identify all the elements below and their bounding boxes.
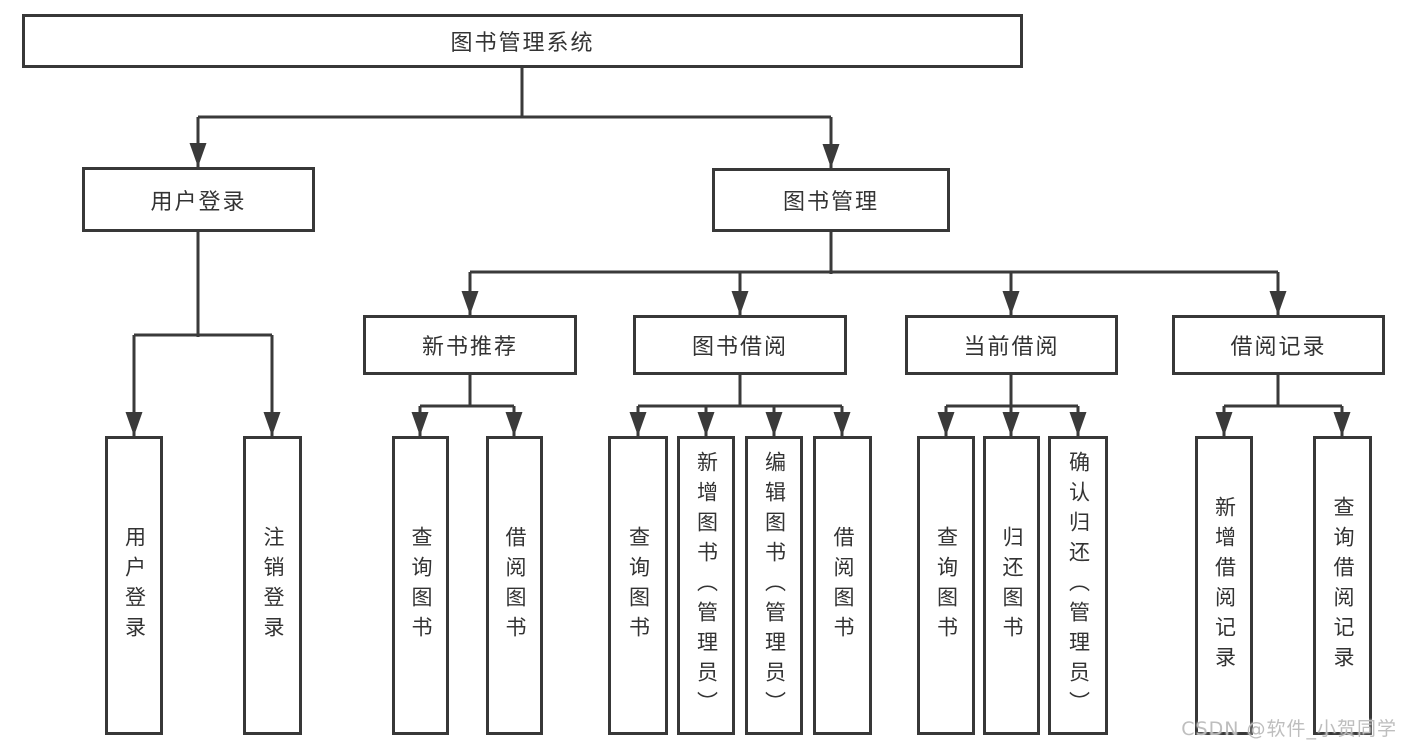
leaf-add-book-admin: 新增图书（管理员） <box>677 436 735 735</box>
leaf-user-login: 用户登录 <box>105 436 163 735</box>
leaf-label: 查询图书 <box>934 525 959 646</box>
csdn-watermark: CSDN @软件_小贺同学 <box>1181 718 1397 740</box>
leaf-borrow-books: 借阅图书 <box>813 436 872 735</box>
leaf-label: 借阅图书 <box>503 525 527 646</box>
leaf-query-books-recommend: 查询图书 <box>392 436 449 735</box>
leaf-label: 查询借阅记录 <box>1331 495 1355 676</box>
leaf-edit-book-admin: 编辑图书（管理员） <box>745 436 803 735</box>
node-user-login: 用户登录 <box>82 167 315 232</box>
leaf-label: 编辑图书（管理员） <box>762 450 787 721</box>
leaf-label: 借阅图书 <box>831 525 855 646</box>
leaf-query-books-current: 查询图书 <box>917 436 975 735</box>
node-borrow-record: 借阅记录 <box>1172 315 1385 375</box>
leaf-label: 新增图书（管理员） <box>694 450 719 721</box>
leaf-query-books-borrow: 查询图书 <box>608 436 668 735</box>
node-label: 新书推荐 <box>421 335 518 360</box>
leaf-confirm-return-admin: 确认归还（管理员） <box>1048 436 1108 735</box>
node-label: 借阅记录 <box>1230 335 1327 360</box>
leaf-add-borrow-record: 新增借阅记录 <box>1195 436 1253 735</box>
leaf-label: 用户登录 <box>122 525 147 646</box>
node-current-borrow: 当前借阅 <box>905 315 1118 375</box>
node-library-management-system: 图书管理系统 <box>22 14 1023 68</box>
node-new-book-recommend: 新书推荐 <box>363 315 577 375</box>
node-label: 用户登录 <box>150 189 247 215</box>
leaf-logout-login: 注销登录 <box>243 436 302 735</box>
leaf-borrow-books-recommend: 借阅图书 <box>486 436 543 735</box>
node-label: 图书管理 <box>782 190 879 215</box>
arrowheads <box>125 143 1351 436</box>
leaf-label: 查询图书 <box>409 525 433 646</box>
leaf-label: 归还图书 <box>1000 525 1024 646</box>
node-label: 图书借阅 <box>691 335 788 360</box>
node-book-management: 图书管理 <box>712 168 950 232</box>
leaf-label: 新增借阅记录 <box>1212 495 1237 676</box>
leaf-label: 查询图书 <box>626 525 651 646</box>
leaf-label: 确认归还（管理员） <box>1066 450 1091 721</box>
node-label: 当前借阅 <box>963 335 1060 360</box>
leaf-return-books: 归还图书 <box>983 436 1040 735</box>
node-book-borrow: 图书借阅 <box>633 315 847 375</box>
leaf-query-borrow-record: 查询借阅记录 <box>1313 436 1372 735</box>
node-label: 图书管理系统 <box>450 31 595 56</box>
leaf-label: 注销登录 <box>261 525 285 646</box>
